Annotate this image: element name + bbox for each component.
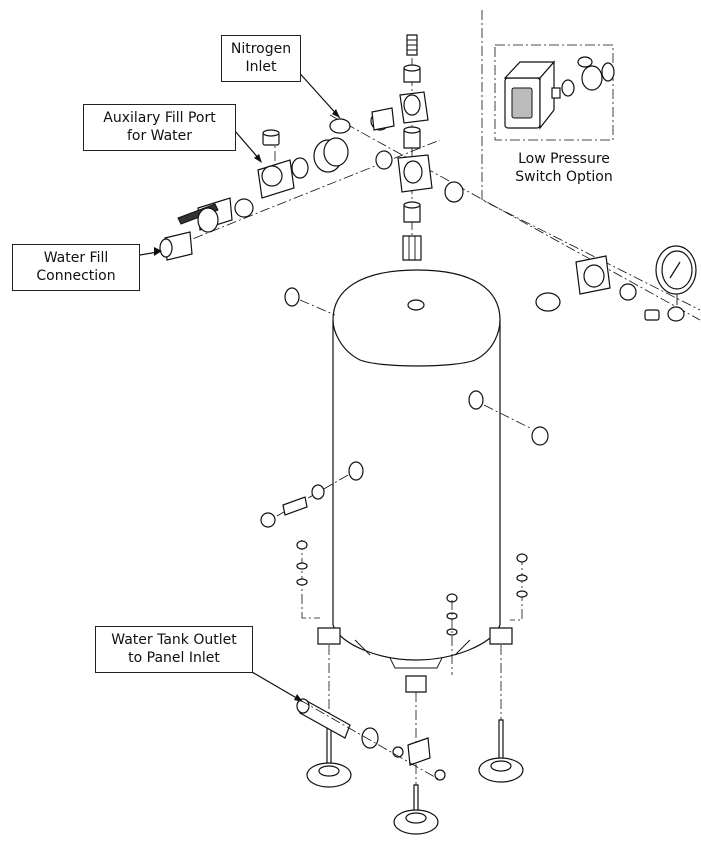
auxiliary-fill-port-line2: for Water: [126, 128, 193, 144]
low-pressure-switch-line1: Low Pressure: [518, 151, 610, 167]
tank-leg-brackets: [301, 540, 523, 693]
pressure-switch-icon: [503, 60, 561, 130]
tank-side-fittings: [260, 404, 549, 528]
water-fill-connection-line1: Water Fill: [43, 250, 109, 266]
union-fitting: [291, 137, 393, 179]
outlet-assembly: [296, 698, 446, 781]
water-fill-connection-line2: Connection: [36, 268, 116, 284]
leader-lines: [139, 67, 341, 702]
gauge-branch-fittings: [444, 181, 685, 322]
auxiliary-fill-port-label: Auxilary Fill Port for Water: [83, 104, 236, 151]
nuts-and-washers: [296, 540, 528, 675]
leveling-feet: [306, 645, 524, 835]
low-pressure-switch-line2: Switch Option: [515, 169, 613, 185]
nitrogen-inlet-fittings: [329, 107, 395, 134]
switch-fitting-icon: [561, 56, 615, 97]
low-pressure-switch-option-group: [481, 10, 701, 311]
ball-valve-icon: [177, 197, 233, 233]
water-tank: [332, 269, 501, 669]
nitrogen-inlet-label: Nitrogen Inlet: [221, 35, 301, 82]
water-fill-fittings: [159, 231, 193, 261]
auxiliary-fill-port-line1: Auxilary Fill Port: [103, 110, 216, 126]
vertical-fitting-stack: [397, 34, 433, 261]
water-fill-connection-label: Water Fill Connection: [12, 244, 140, 291]
aux-fill-port-fittings: [234, 129, 295, 218]
water-tank-outlet-line2: to Panel Inlet: [128, 650, 220, 666]
water-tank-outlet-label: Water Tank Outlet to Panel Inlet: [95, 626, 253, 673]
pressure-gauge-icon: [655, 245, 697, 305]
low-pressure-switch-label: Low Pressure Switch Option: [502, 150, 626, 186]
water-tank-outlet-line1: Water Tank Outlet: [111, 632, 237, 648]
nitrogen-inlet-line1: Nitrogen: [230, 41, 292, 57]
tank-plug-top-left: [284, 287, 336, 316]
nitrogen-inlet-line2: Inlet: [245, 59, 277, 75]
